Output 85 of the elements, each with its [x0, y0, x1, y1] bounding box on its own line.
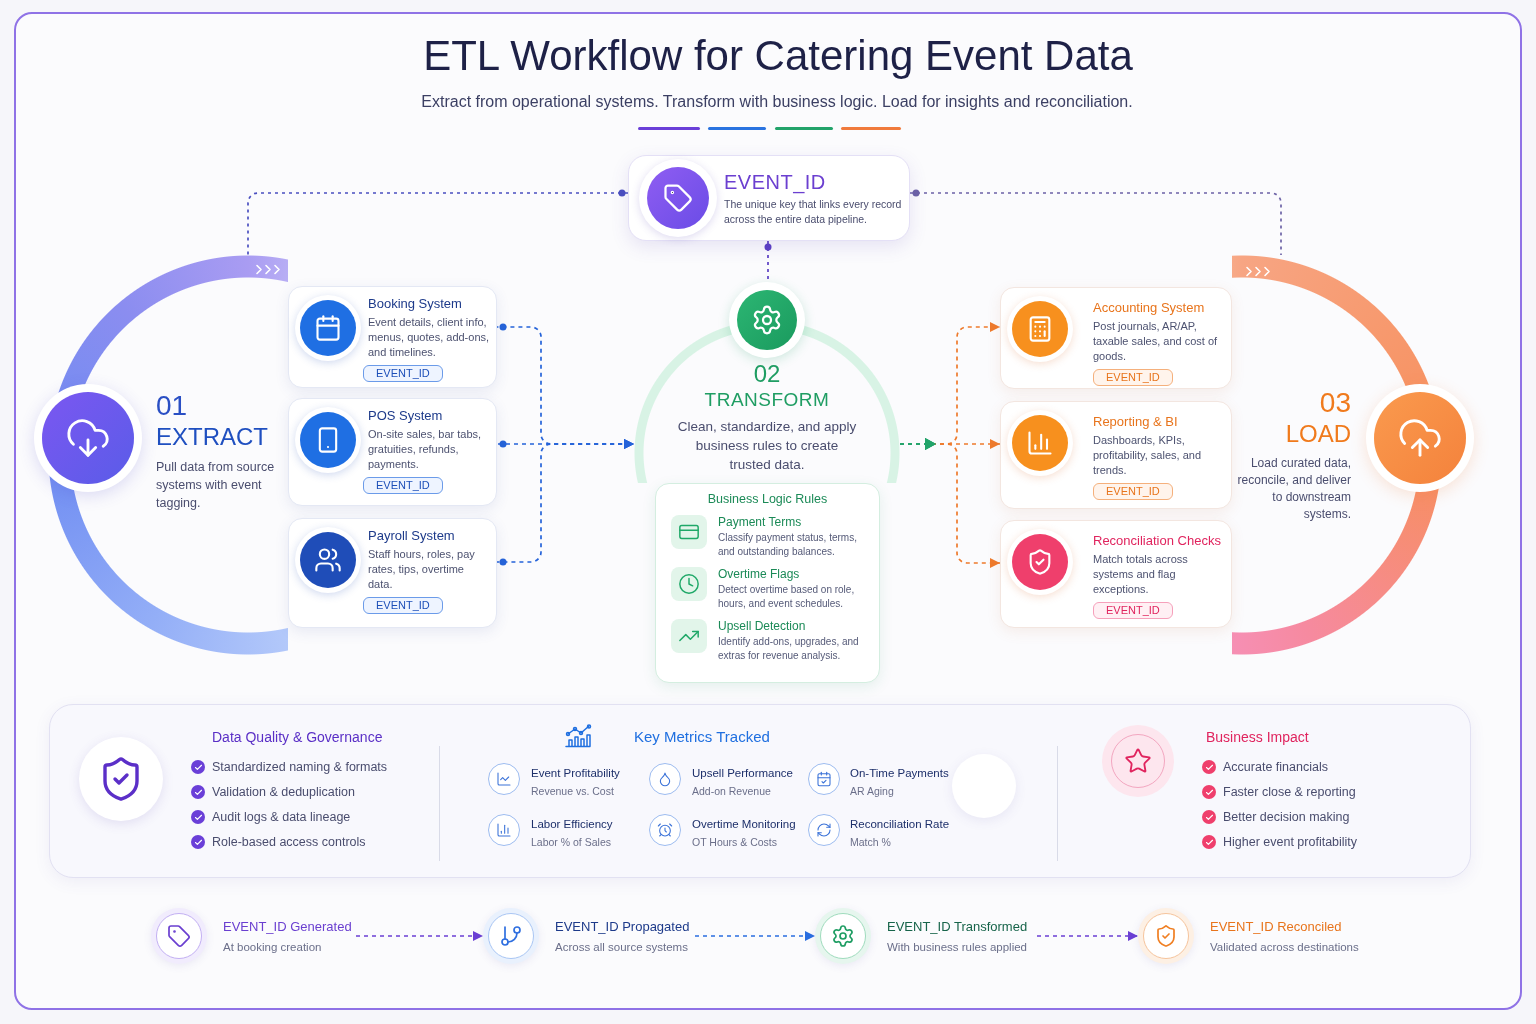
metric-subtitle: OT Hours & Costs	[692, 835, 777, 849]
stage-number: 03	[1319, 387, 1351, 419]
card-title: Payroll System	[368, 527, 455, 544]
bullet-text: Validation & deduplication	[212, 784, 355, 801]
stage-description: Clean, standardize, and apply business rules to create trusted data.	[677, 418, 857, 474]
metric-subtitle: Revenue vs. Cost	[531, 784, 614, 798]
step-title: EVENT_ID Generated	[223, 917, 352, 936]
step-subtitle: At booking creation	[223, 939, 322, 955]
bullet-text: Faster close & reporting	[1223, 784, 1356, 801]
bullet-text: Standardized naming & formats	[212, 759, 388, 776]
bullet-text: Audit logs & data lineage	[212, 809, 351, 826]
rule-title: Overtime Flags	[718, 567, 800, 582]
dotted-connector	[909, 189, 1282, 256]
metric-subtitle: AR Aging	[850, 784, 894, 798]
rule-title: Payment Terms	[718, 515, 802, 530]
key-description: The unique key that links every record across the entire data pipeline.	[724, 196, 903, 227]
card-description: Match totals across systems and flag exceptions.	[1093, 552, 1189, 597]
destination-card	[1000, 401, 1232, 509]
section-heading: Key Metrics Tracked	[634, 727, 770, 747]
subtitle: Extract from operational systems. Transform with business logic. Load for insights and reconciliation.	[421, 93, 1133, 110]
dotted-arrow	[496, 439, 635, 566]
destination-card	[1000, 287, 1232, 389]
dotted-connector	[247, 189, 629, 256]
rule-description: Identify add-ons, upgrades, and extras for revenue analysis.	[718, 635, 860, 663]
stage-title: TRANSFORM	[704, 388, 830, 412]
metric-title: On-Time Payments	[850, 766, 949, 781]
stage-title: EXTRACT	[156, 422, 268, 452]
id-tag: EVENT_ID	[363, 597, 443, 614]
stage-number: 02	[753, 360, 781, 388]
source-card	[288, 518, 497, 628]
id-tag: EVENT_ID	[363, 477, 443, 494]
id-tag: EVENT_ID	[1093, 369, 1173, 386]
bullet-text: Accurate financials	[1223, 759, 1328, 776]
card-title: Reconciliation Checks	[1093, 532, 1221, 549]
summary-panel	[49, 704, 1471, 878]
title: ETL Workflow for Catering Event Data	[423, 32, 1133, 79]
metric-subtitle: Match %	[850, 835, 891, 849]
key-title: EVENT_ID	[724, 169, 826, 194]
rule-title: Upsell Detection	[718, 619, 806, 634]
destination-card	[1000, 520, 1232, 628]
metric-title: Reconciliation Rate	[850, 817, 950, 832]
metric-title: Event Profitability	[531, 766, 620, 781]
bullet-text: Role-based access controls	[212, 834, 366, 851]
card-description: Staff hours, roles, pay rates, tips, overtime data.	[368, 547, 476, 592]
source-card	[288, 286, 497, 388]
card-description: On-site sales, bar tabs, gratuities, refunds, payments.	[368, 427, 483, 472]
dotted-arrow	[355, 931, 484, 941]
panel-heading: Business Logic Rules	[707, 491, 828, 507]
stage-title: LOAD	[1285, 419, 1351, 449]
metric-title: Upsell Performance	[692, 766, 793, 781]
metric-title: Labor Efficiency	[531, 817, 613, 832]
stage-description: Load curated data, reconcile, and deliver to downstream systems.	[1236, 455, 1351, 523]
card-title: Reporting & BI	[1093, 413, 1178, 430]
dotted-arrow	[694, 931, 816, 941]
step-subtitle: With business rules applied	[887, 939, 1027, 955]
bullet-text: Better decision making	[1223, 809, 1350, 826]
id-tag: EVENT_ID	[1093, 602, 1173, 619]
card-title: Booking System	[368, 295, 462, 312]
rules-panel	[655, 483, 880, 683]
dotted-arrow	[899, 438, 1001, 568]
section-heading: Data Quality & Governance	[212, 728, 383, 747]
step-subtitle: Validated across destinations	[1210, 939, 1359, 955]
key-card	[628, 155, 910, 241]
stage-description: Pull data from source systems with event tagging.	[156, 459, 276, 512]
metric-subtitle: Add-on Revenue	[692, 784, 771, 798]
bullet-text: Higher event profitability	[1223, 834, 1358, 851]
dotted-arrow	[1036, 931, 1139, 941]
rule-description: Detect overtime based on role, hours, and event schedules.	[718, 583, 856, 611]
card-description: Dashboards, KPIs, profitability, sales, and trends.	[1093, 433, 1203, 478]
metric-subtitle: Labor % of Sales	[531, 835, 611, 849]
stage-number: 01	[156, 390, 188, 422]
card-title: Accounting System	[1093, 299, 1205, 316]
id-tag: EVENT_ID	[363, 365, 443, 382]
card-description: Event details, client info, menus, quotes, add-ons, and timelines.	[368, 315, 490, 360]
step-title: EVENT_ID Propagated	[555, 917, 690, 936]
card-description: Post journals, AR/AP, taxable sales, and cost of goods.	[1093, 319, 1219, 364]
source-card	[288, 398, 497, 506]
step-title: EVENT_ID Reconciled	[1210, 917, 1342, 936]
rule-description: Classify payment status, terms, and outstanding balances.	[718, 531, 858, 559]
step-subtitle: Across all source systems	[555, 939, 688, 955]
card-title: POS System	[368, 407, 443, 424]
metric-title: Overtime Monitoring	[692, 817, 796, 832]
step-title: EVENT_ID Transformed	[887, 917, 1028, 936]
section-heading: Business Impact	[1206, 728, 1309, 747]
id-tag: EVENT_ID	[1093, 483, 1173, 500]
